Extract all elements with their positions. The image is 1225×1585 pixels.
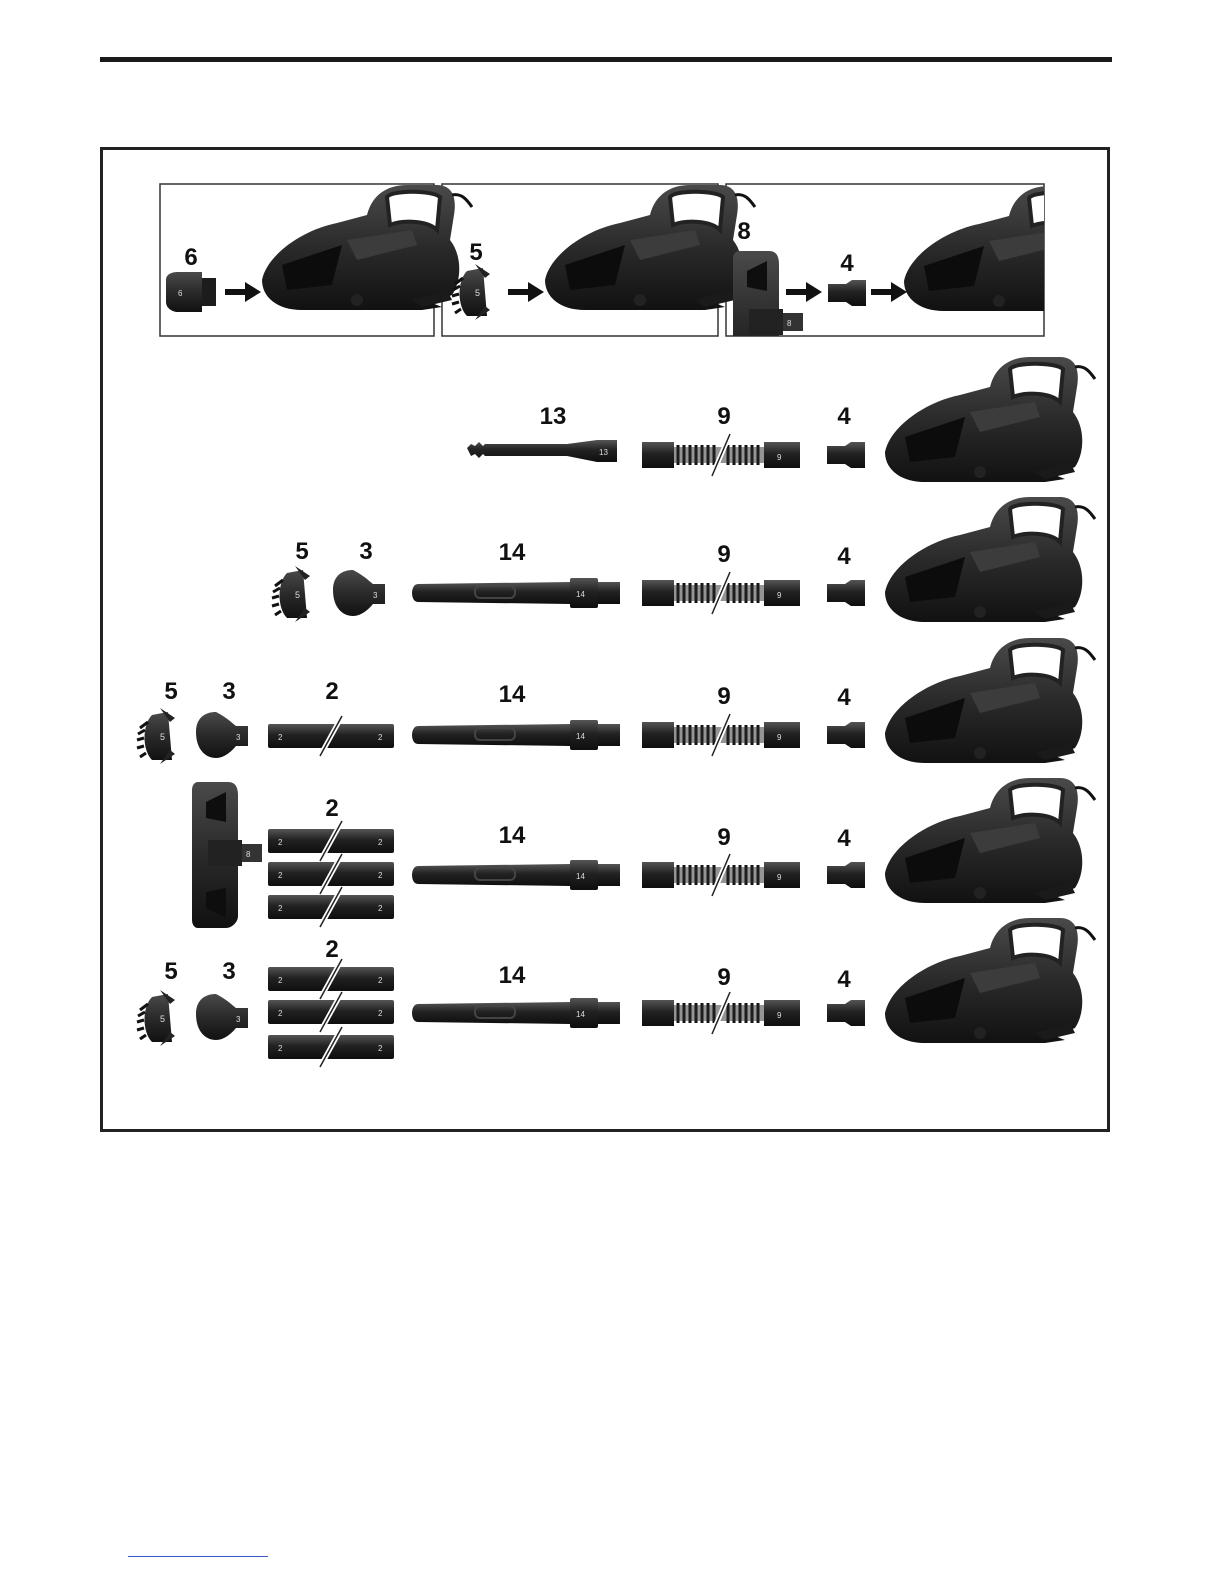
vacuum-body-icon [885, 638, 1095, 763]
adapter-icon [827, 442, 865, 468]
vacuum-body-icon [885, 918, 1095, 1043]
extension-tube-icon [268, 716, 394, 756]
round-brush-icon [272, 566, 310, 622]
crevice-tube-icon [467, 440, 617, 462]
part-label: 8 [737, 220, 750, 244]
nozzle-icon [333, 570, 385, 616]
part-label: 9 [717, 543, 730, 567]
flex-hose-icon [642, 854, 800, 896]
adapter-icon [827, 722, 865, 748]
extension-tube-14-icon [412, 998, 620, 1028]
part-label: 5 [164, 680, 177, 704]
part-label: 3 [222, 960, 235, 984]
part-label: 4 [837, 686, 850, 710]
round-brush-icon [137, 990, 175, 1046]
part-label: 4 [837, 827, 850, 851]
part-label: 4 [840, 252, 853, 276]
flex-hose-icon [642, 572, 800, 614]
part-label: 9 [717, 405, 730, 429]
extension-tube-icon [268, 1027, 394, 1067]
nozzle-icon [196, 994, 248, 1040]
part-label: 14 [499, 541, 526, 565]
extension-tube-icon [268, 959, 394, 999]
part-label: 5 [295, 540, 308, 564]
extension-tube-14-icon [412, 720, 620, 750]
part-label: 2 [325, 680, 338, 704]
part-label: 4 [837, 968, 850, 992]
part-label: 14 [499, 964, 526, 988]
flex-hose-icon [642, 434, 800, 476]
part-label: 5 [469, 241, 482, 265]
vacuum-body-icon [885, 778, 1095, 903]
part-label: 9 [717, 685, 730, 709]
part-label: 2 [325, 797, 338, 821]
floor-head-icon [192, 782, 262, 928]
adapter-icon [827, 580, 865, 606]
adapter-icon [827, 862, 865, 888]
flex-hose-icon [642, 992, 800, 1034]
part-label: 2 [325, 938, 338, 962]
extension-tube-icon [268, 992, 394, 1032]
adapter-icon [827, 1000, 865, 1026]
part-label: 9 [717, 966, 730, 990]
part-label: 3 [222, 680, 235, 704]
nozzle-icon [196, 712, 248, 758]
vacuum-body-icon [885, 357, 1095, 482]
extension-tube-14-icon [412, 578, 620, 608]
flex-hose-icon [642, 714, 800, 756]
extension-tube-icon [268, 821, 394, 861]
extension-tube-icon [268, 854, 394, 894]
part-label: 9 [717, 826, 730, 850]
footer-link-underline [128, 1556, 268, 1557]
extension-tube-14-icon [412, 860, 620, 890]
cap-icon [166, 272, 216, 312]
part-label: 5 [164, 960, 177, 984]
vacuum-body-icon [885, 497, 1095, 622]
round-brush-icon [137, 708, 175, 764]
part-label: 4 [837, 545, 850, 569]
part-label: 14 [499, 824, 526, 848]
extension-tube-icon [268, 887, 394, 927]
part-label: 13 [540, 405, 567, 429]
part-label: 6 [184, 246, 197, 270]
part-label: 3 [359, 540, 372, 564]
part-label: 14 [499, 683, 526, 707]
part-label: 4 [837, 405, 850, 429]
